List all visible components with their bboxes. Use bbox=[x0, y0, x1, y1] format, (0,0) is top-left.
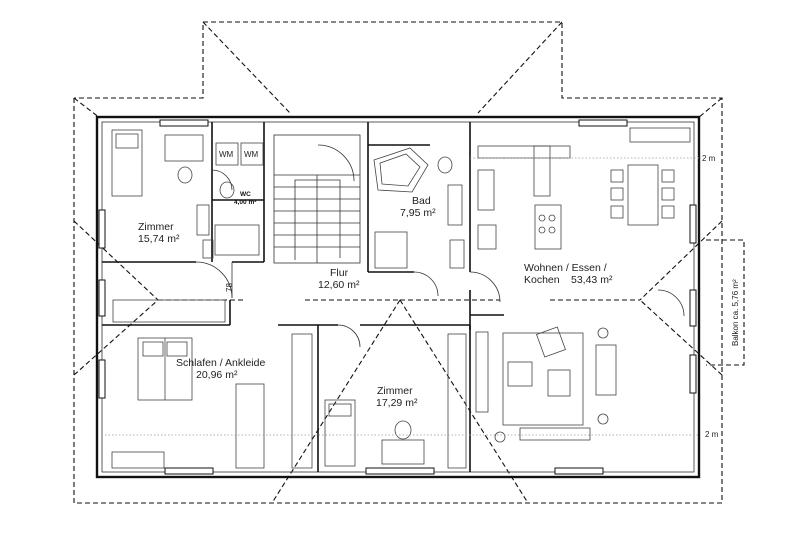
balcony-label: Balkon ca. 5,76 m² bbox=[731, 279, 740, 346]
room-zimmer-1-name: Zimmer bbox=[138, 221, 174, 233]
room-bad-name: Bad bbox=[412, 195, 431, 207]
furniture-zimmer-2 bbox=[324, 333, 467, 469]
room-flur-name: Flur bbox=[330, 267, 349, 279]
room-zimmer-2-name: Zimmer bbox=[377, 385, 413, 397]
windows bbox=[98, 119, 697, 475]
furniture-wc bbox=[202, 142, 264, 259]
room-schlafen-area: 20,96 m² bbox=[196, 369, 238, 381]
room-wc-name: WC bbox=[240, 191, 251, 198]
room-schlafen-name: Schlafen / Ankleide bbox=[176, 357, 265, 369]
furniture-schlafen bbox=[111, 299, 313, 469]
furniture-kitchen bbox=[477, 127, 691, 250]
roof-outline bbox=[73, 21, 723, 504]
room-flur-area: 12,60 m² bbox=[318, 279, 360, 291]
washing-machine-2: WM bbox=[244, 150, 259, 159]
room-wohnen-name: Wohnen / Essen / bbox=[524, 262, 607, 274]
door-width-label: 78 bbox=[225, 283, 234, 292]
height-label-bottom: 2 m bbox=[705, 430, 719, 439]
interior-walls bbox=[102, 122, 504, 472]
room-wc-area: 4,00 m² bbox=[234, 199, 257, 206]
furniture-bad bbox=[373, 147, 465, 269]
balcony: Balkon ca. 5,76 m² bbox=[706, 239, 745, 366]
washing-machine-1: WM bbox=[219, 150, 234, 159]
room-wohnen-name2: Kochen bbox=[524, 274, 560, 286]
room-zimmer-1-area: 15,74 m² bbox=[138, 233, 180, 245]
room-zimmer-2-area: 17,29 m² bbox=[376, 397, 418, 409]
furniture-living bbox=[475, 326, 617, 443]
room-wohnen-area: 53,43 m² bbox=[571, 274, 613, 286]
furniture-zimmer-1 bbox=[111, 129, 210, 236]
height-label-top: 2 m bbox=[702, 154, 716, 163]
room-bad-area: 7,95 m² bbox=[400, 207, 436, 219]
staircase bbox=[273, 134, 361, 264]
